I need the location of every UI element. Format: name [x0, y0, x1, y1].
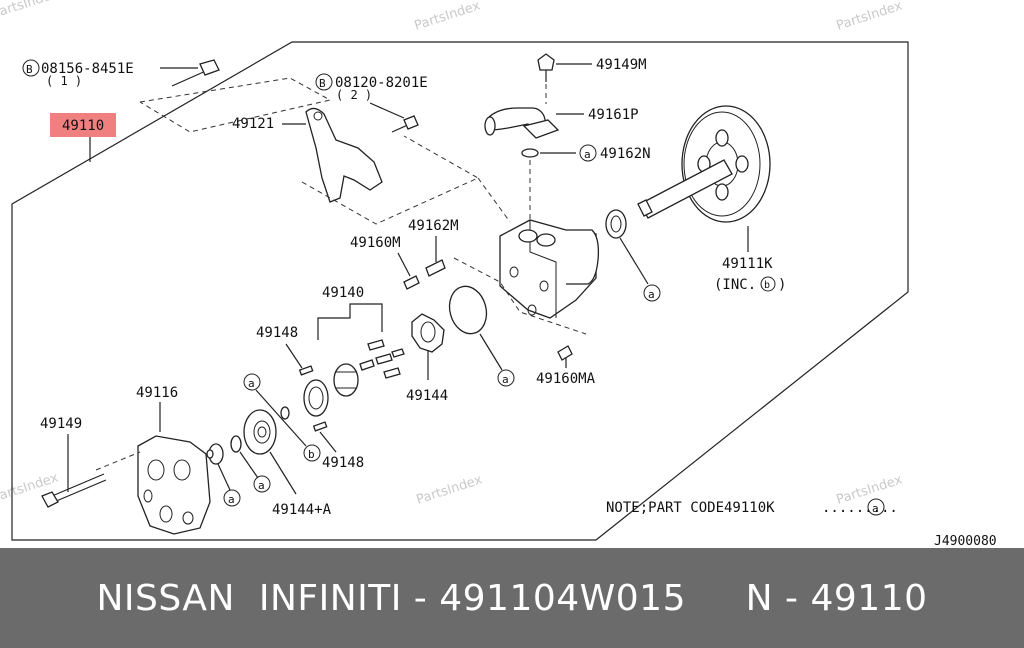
- label-49148-a[interactable]: 49148: [256, 325, 298, 341]
- highlight-box: [50, 113, 116, 137]
- ring-part: [303, 379, 329, 417]
- symbol-a: [579, 144, 597, 162]
- vanes-49140: [359, 339, 405, 379]
- label-49149[interactable]: 49149: [40, 416, 82, 432]
- spring-49160MA: [557, 345, 573, 361]
- symbol-b-letter: b: [764, 280, 770, 291]
- leader-line: [285, 343, 303, 369]
- cam-ring-49144: [411, 313, 445, 353]
- symbol-a-letter: a: [648, 288, 655, 301]
- bolt-49149: [41, 473, 107, 508]
- elbow-fitting-49161P: [484, 107, 560, 139]
- leader-line: [319, 431, 337, 453]
- label-49149M[interactable]: 49149M: [596, 57, 647, 73]
- label-49110[interactable]: 49110: [62, 118, 104, 134]
- label-49160MA[interactable]: 49160MA: [536, 371, 596, 387]
- symbol-a: [643, 284, 661, 302]
- label-49140[interactable]: 49140: [322, 285, 364, 301]
- symbol-a: [223, 489, 241, 507]
- symbol-a-letter: a: [258, 479, 265, 492]
- oring-large: [448, 285, 488, 335]
- label-49121[interactable]: 49121: [232, 116, 274, 132]
- diagram-code: J4900080: [934, 534, 997, 548]
- label-49144A[interactable]: 49144+A: [272, 502, 332, 518]
- bolt-symbol-b-letter: B: [26, 63, 33, 76]
- symbol-a-letter: a: [228, 493, 235, 506]
- dashed-guide: [95, 451, 141, 471]
- qty-1: ( 1 ): [46, 74, 82, 88]
- pin-49148: [298, 365, 314, 376]
- bolt-08120: [391, 115, 419, 133]
- note-dots: .........: [822, 500, 898, 516]
- spring-49162M: [425, 259, 446, 277]
- leader-line: [269, 451, 297, 495]
- leader-line: [369, 102, 405, 119]
- pin-49148: [312, 421, 328, 432]
- assembly-outline: [11, 41, 909, 541]
- rotor-49140: [333, 363, 359, 397]
- symbol-a: [243, 373, 261, 391]
- label-49161P[interactable]: 49161P: [588, 107, 639, 123]
- dashed-guide: [477, 177, 511, 223]
- note-symbol: a: [872, 502, 879, 515]
- label-49111K-inc: (INC.: [714, 277, 756, 293]
- symbol-a-letter: a: [248, 377, 255, 390]
- oil-seal: [605, 209, 627, 239]
- watermark: PartsIndex: [415, 472, 485, 507]
- leader-line: [255, 389, 307, 447]
- label-49162N[interactable]: 49162N: [600, 146, 651, 162]
- leader-line: [317, 303, 383, 340]
- symbol-a: [867, 498, 885, 516]
- note-text: NOTE;PART CODE49110K: [606, 500, 775, 516]
- symbol-a: [253, 475, 271, 493]
- watermark: PartsIndex: [0, 0, 60, 22]
- rear-cover-49116: [137, 435, 214, 535]
- small-oring: [280, 406, 290, 420]
- pulley-49111K: [637, 105, 771, 223]
- symbol-b-letter: b: [308, 448, 315, 461]
- symbol-a: [497, 369, 515, 387]
- symbol-b: [303, 444, 321, 462]
- oring-49162N: [521, 148, 539, 158]
- bracket-49121: [305, 107, 383, 203]
- label-49111K[interactable]: 49111K: [722, 256, 773, 272]
- bolt-symbol-b: [315, 73, 333, 91]
- label-49148-b[interactable]: 49148: [322, 455, 364, 471]
- bolt-symbol-b: [22, 59, 40, 77]
- parts-diagram: PartsIndex PartsIndex PartsIndex PartsIn…: [0, 0, 997, 548]
- inc-close-paren: ): [778, 277, 786, 293]
- leader-line: [217, 463, 231, 491]
- seal-small: [230, 435, 242, 453]
- leader-line: [239, 451, 259, 479]
- label-49160M[interactable]: 49160M: [350, 235, 401, 251]
- footer-banner: NISSAN INFINITI - 491104W015 N - 49110: [0, 548, 1024, 648]
- oil-seal-inner: [610, 215, 622, 233]
- bracket-hole: [313, 111, 323, 121]
- pump-body: [499, 219, 600, 319]
- qty-2: ( 2 ): [336, 88, 372, 102]
- symbol-a-letter: a: [502, 373, 509, 386]
- symbol-a-letter: a: [584, 148, 591, 161]
- label-49144[interactable]: 49144: [406, 388, 448, 404]
- watermark: PartsIndex: [413, 0, 483, 34]
- leader-line: [479, 333, 503, 371]
- ring-part-inner: [308, 386, 324, 410]
- label-08120-8201E[interactable]: 08120-8201E: [335, 75, 428, 91]
- watermark: PartsIndex: [835, 0, 905, 34]
- label-08156-8451E[interactable]: 08156-8451E: [41, 61, 134, 77]
- label-49116[interactable]: 49116: [136, 385, 178, 401]
- bolt-symbol-b-letter: B: [319, 77, 326, 90]
- leader-line: [619, 237, 649, 285]
- spring-49160M: [403, 275, 420, 290]
- footer-title: NISSAN INFINITI - 491104W015 N - 49110: [96, 577, 928, 619]
- dashed-guide: [139, 77, 332, 133]
- plate-49144A: [243, 409, 277, 455]
- leader-line: [397, 252, 411, 277]
- label-49162M[interactable]: 49162M: [408, 218, 459, 234]
- bolt-08156: [171, 59, 220, 87]
- symbol-b: [760, 276, 776, 292]
- bolt-49149M: [537, 53, 555, 82]
